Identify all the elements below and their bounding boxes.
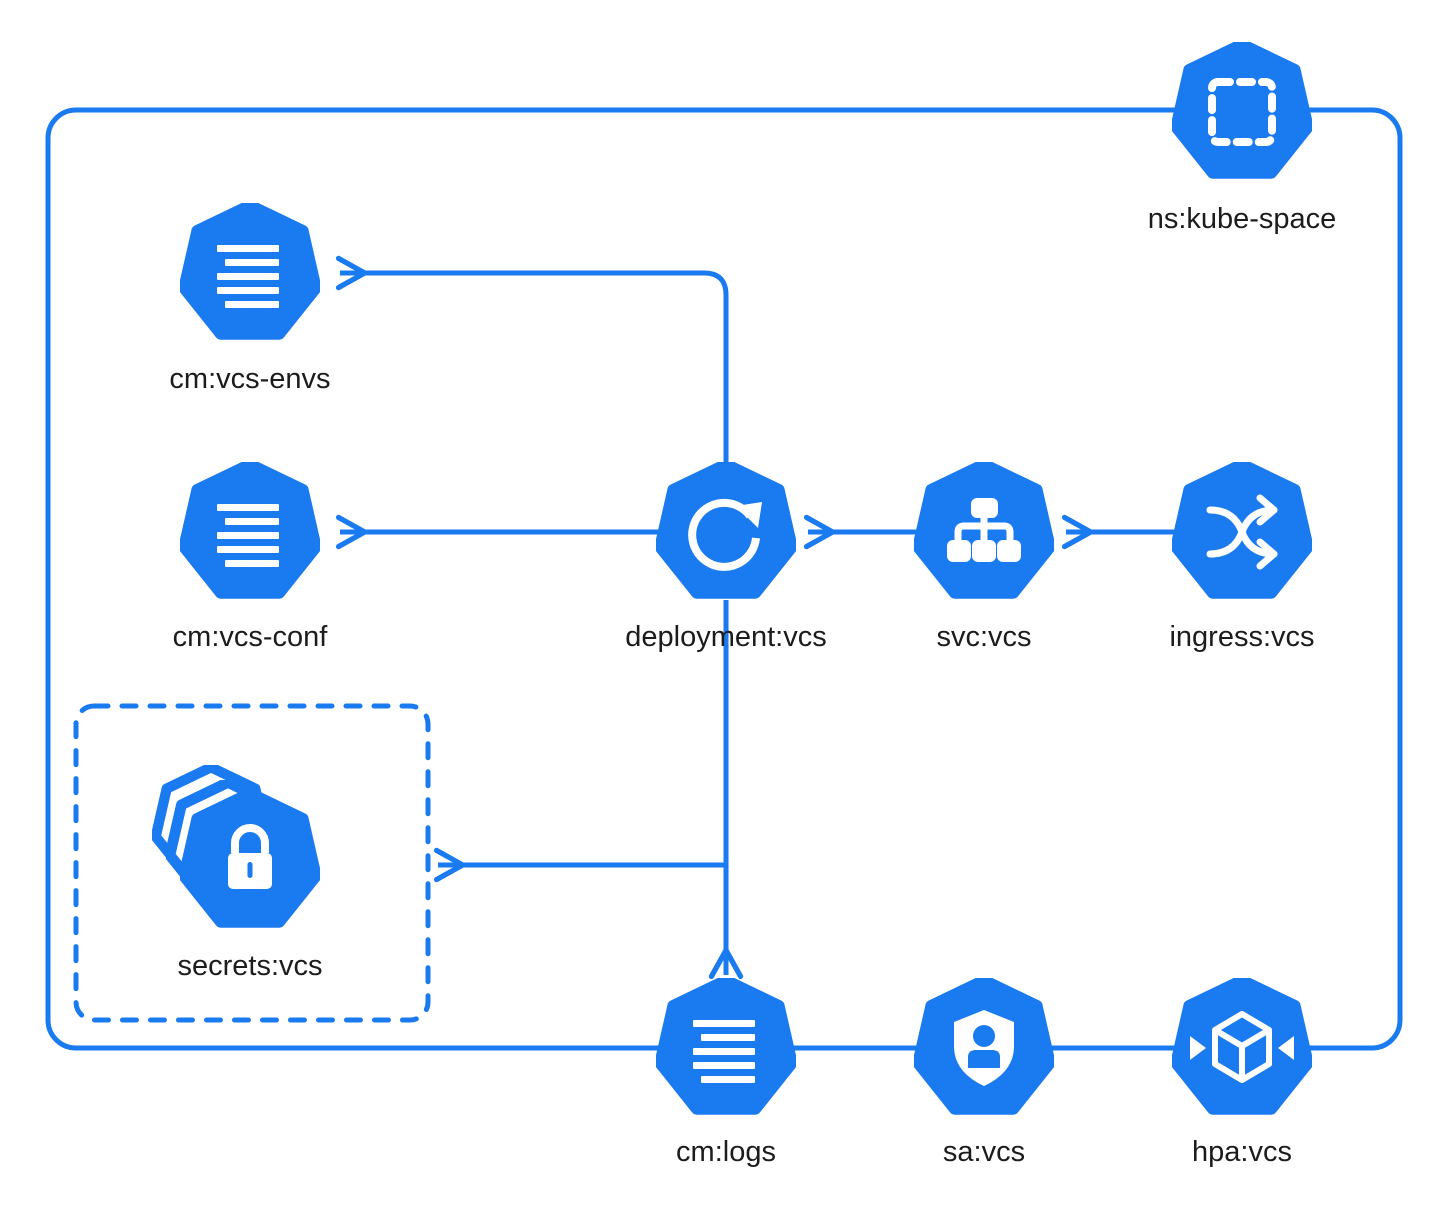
node-label-cm-vcs-conf: cm:vcs-conf bbox=[173, 621, 329, 653]
deployment-glyph bbox=[688, 498, 762, 571]
ingress-glyph bbox=[1206, 494, 1278, 570]
scaling-cube-glyph bbox=[1190, 1011, 1294, 1083]
configmap-glyph bbox=[693, 1020, 755, 1083]
node-ingress-vcs[interactable]: ingress:vcs bbox=[1169, 465, 1315, 653]
namespace-icon bbox=[1176, 45, 1307, 173]
lock-glyph bbox=[228, 824, 272, 889]
node-label-secrets-vcs: secrets:vcs bbox=[177, 950, 322, 982]
edge-deployment-to-cm-vcs-envs bbox=[335, 255, 729, 465]
node-label-ingress-vcs: ingress:vcs bbox=[1169, 621, 1314, 653]
node-label-ns-kube-space: ns:kube-space bbox=[1148, 203, 1337, 235]
node-deployment-vcs[interactable]: deployment:vcs bbox=[625, 465, 827, 653]
service-glyph bbox=[947, 498, 1021, 562]
deployment-icon bbox=[660, 465, 791, 593]
configmap-icon bbox=[184, 206, 315, 334]
shield-user-glyph bbox=[954, 1010, 1014, 1086]
configmap-glyph bbox=[217, 245, 279, 308]
node-label-hpa-vcs: hpa:vcs bbox=[1192, 1136, 1292, 1168]
namespace-glyph bbox=[1208, 78, 1276, 146]
node-label-cm-logs: cm:logs bbox=[676, 1136, 776, 1168]
node-label-svc-vcs: svc:vcs bbox=[936, 621, 1031, 653]
node-cm-vcs-conf[interactable]: cm:vcs-conf bbox=[173, 465, 329, 653]
node-hpa-vcs[interactable]: hpa:vcs bbox=[1176, 981, 1307, 1168]
node-svc-vcs[interactable]: svc:vcs bbox=[918, 465, 1049, 653]
secrets-group-dashed-rect bbox=[73, 703, 431, 1023]
configmap-glyph bbox=[217, 504, 279, 567]
edges-layer bbox=[335, 255, 1174, 980]
node-label-cm-vcs-envs: cm:vcs-envs bbox=[169, 363, 330, 395]
node-cm-vcs-envs[interactable]: cm:vcs-envs bbox=[169, 206, 331, 395]
node-label-deployment-vcs: deployment:vcs bbox=[625, 621, 827, 653]
node-ns-kube-space[interactable]: ns:kube-space bbox=[1148, 45, 1337, 235]
secrets-group-box bbox=[73, 703, 431, 1023]
node-sa-vcs[interactable]: sa:vcs bbox=[918, 981, 1049, 1168]
configmap-icon bbox=[184, 465, 315, 593]
node-cm-logs[interactable]: cm:logs bbox=[660, 981, 791, 1168]
node-secrets-vcs[interactable]: secrets:vcs bbox=[156, 767, 323, 982]
node-label-sa-vcs: sa:vcs bbox=[943, 1136, 1025, 1168]
configmap-icon bbox=[660, 981, 791, 1109]
